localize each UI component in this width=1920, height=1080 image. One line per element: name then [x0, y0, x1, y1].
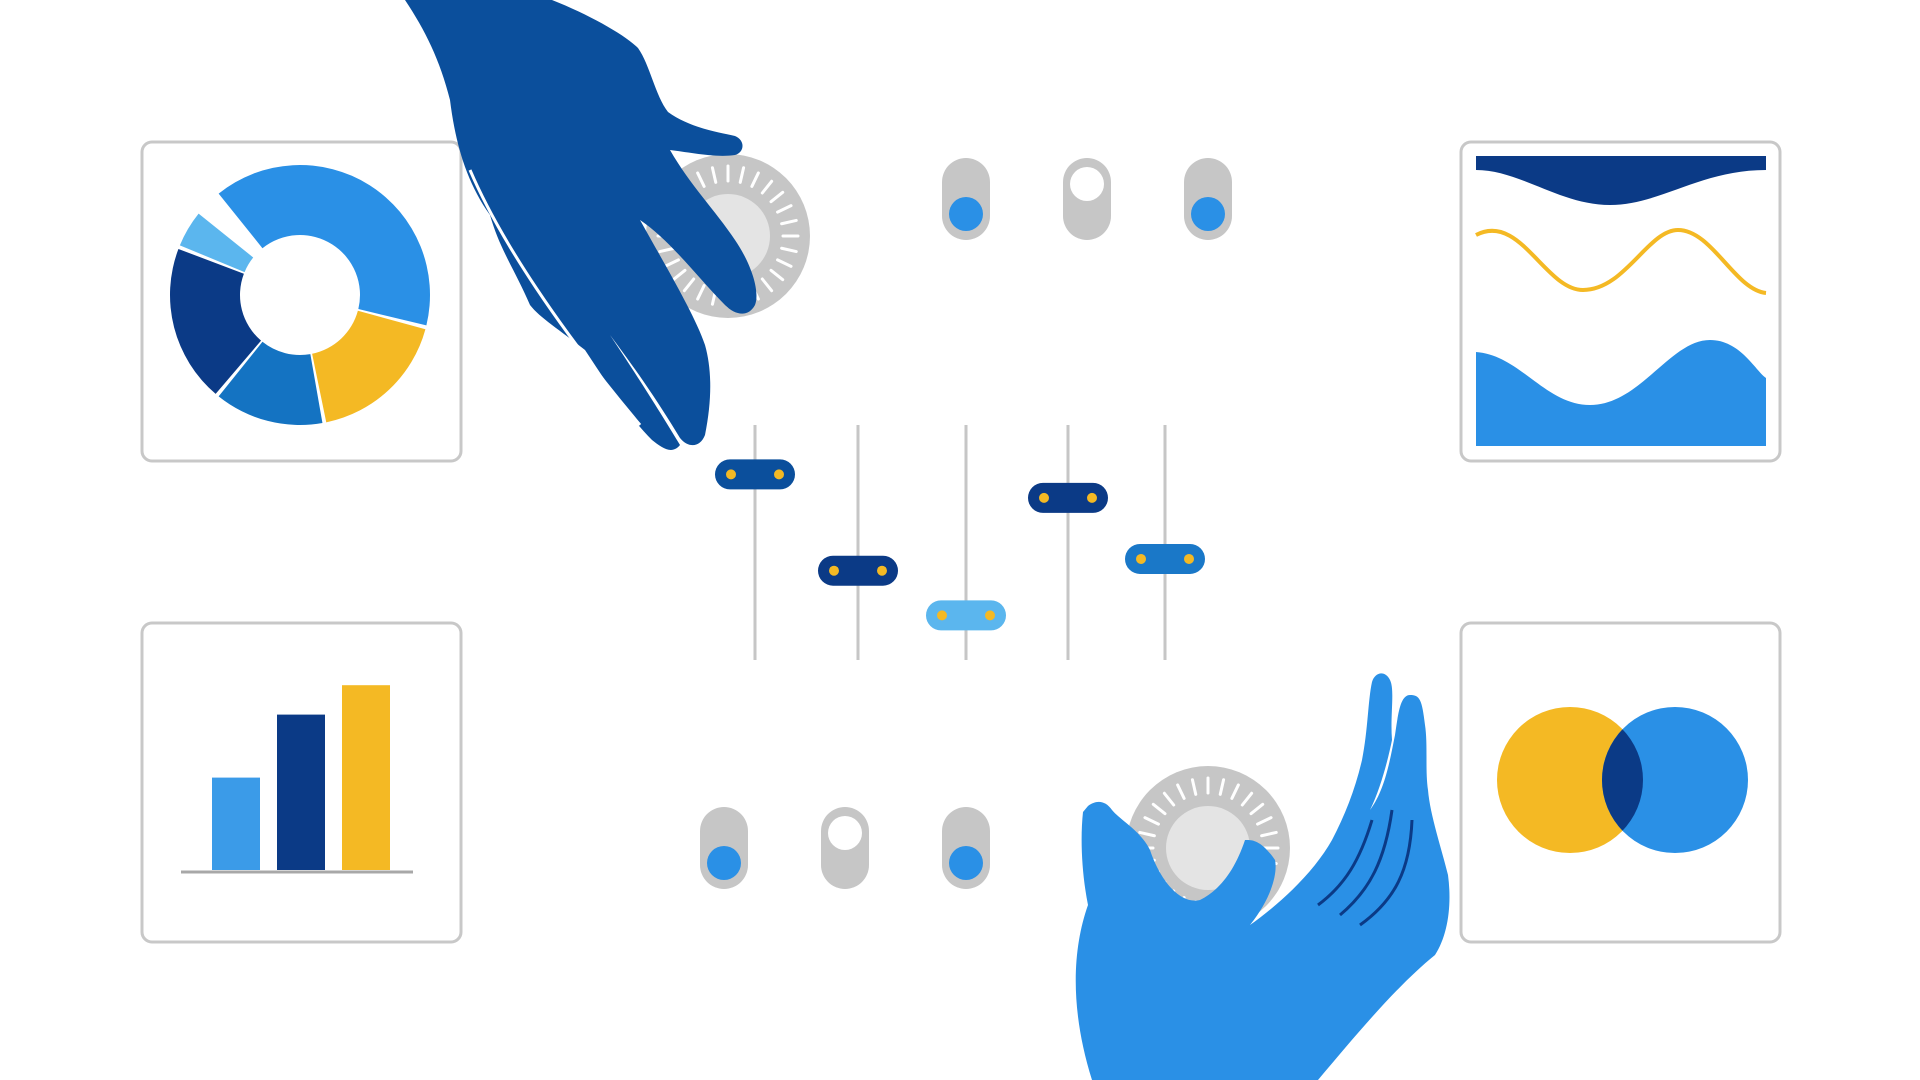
wave-line [1475, 227, 1767, 295]
toggle-knob [828, 816, 862, 850]
bar [342, 685, 390, 870]
toggle-switch-icon[interactable] [1184, 158, 1232, 240]
hand-finger-line [1359, 819, 1414, 927]
donut-chart-panel [140, 140, 463, 463]
slider-handle[interactable] [926, 600, 1006, 631]
bar-chart-panel [140, 621, 463, 944]
toggle-knob [1191, 197, 1225, 231]
slider-group [715, 425, 1205, 660]
slider[interactable] [1125, 425, 1205, 660]
venn-circle-blue [1602, 707, 1748, 853]
venn-circle-yellow [1497, 707, 1643, 853]
wave-area-bottom [1476, 340, 1766, 446]
bar-chart [212, 685, 390, 870]
hand-reaching-up-icon [1075, 673, 1450, 1080]
hand-crease [468, 169, 642, 426]
toggle-switch-icon[interactable] [1063, 158, 1111, 240]
donut-chart [169, 165, 430, 425]
slider-handle[interactable] [818, 555, 898, 586]
donut-segment [218, 165, 430, 326]
donut-segment [218, 341, 323, 425]
slider[interactable] [926, 425, 1006, 660]
bar [277, 714, 325, 870]
slider[interactable] [1028, 425, 1108, 660]
toggle-knob [949, 846, 983, 880]
toggle-switch-icon[interactable] [700, 807, 748, 889]
donut-segment [179, 213, 254, 273]
toggle-knob [1070, 167, 1104, 201]
top-toggle-row [942, 158, 1232, 240]
bottom-toggle-row [700, 807, 990, 889]
bar [212, 777, 260, 870]
toggle-knob [949, 197, 983, 231]
venn-diagram-panel [1459, 621, 1782, 944]
donut-segment [312, 310, 426, 423]
wave-band-top [1476, 156, 1766, 205]
slider-handle[interactable] [1028, 482, 1108, 513]
toggle-switch-icon[interactable] [942, 158, 990, 240]
donut-segment [169, 248, 262, 394]
slider-handle[interactable] [715, 459, 795, 490]
slider[interactable] [715, 425, 795, 660]
slider-handle[interactable] [1125, 543, 1205, 574]
toggle-switch-icon[interactable] [821, 807, 869, 889]
hand-finger-line [1317, 819, 1374, 907]
wave-chart-panel [1459, 140, 1782, 463]
hand-finger-line [1339, 809, 1394, 917]
toggle-switch-icon[interactable] [942, 807, 990, 889]
toggle-knob [707, 846, 741, 880]
hand-reaching-down-icon [405, 0, 757, 450]
slider[interactable] [818, 425, 898, 660]
